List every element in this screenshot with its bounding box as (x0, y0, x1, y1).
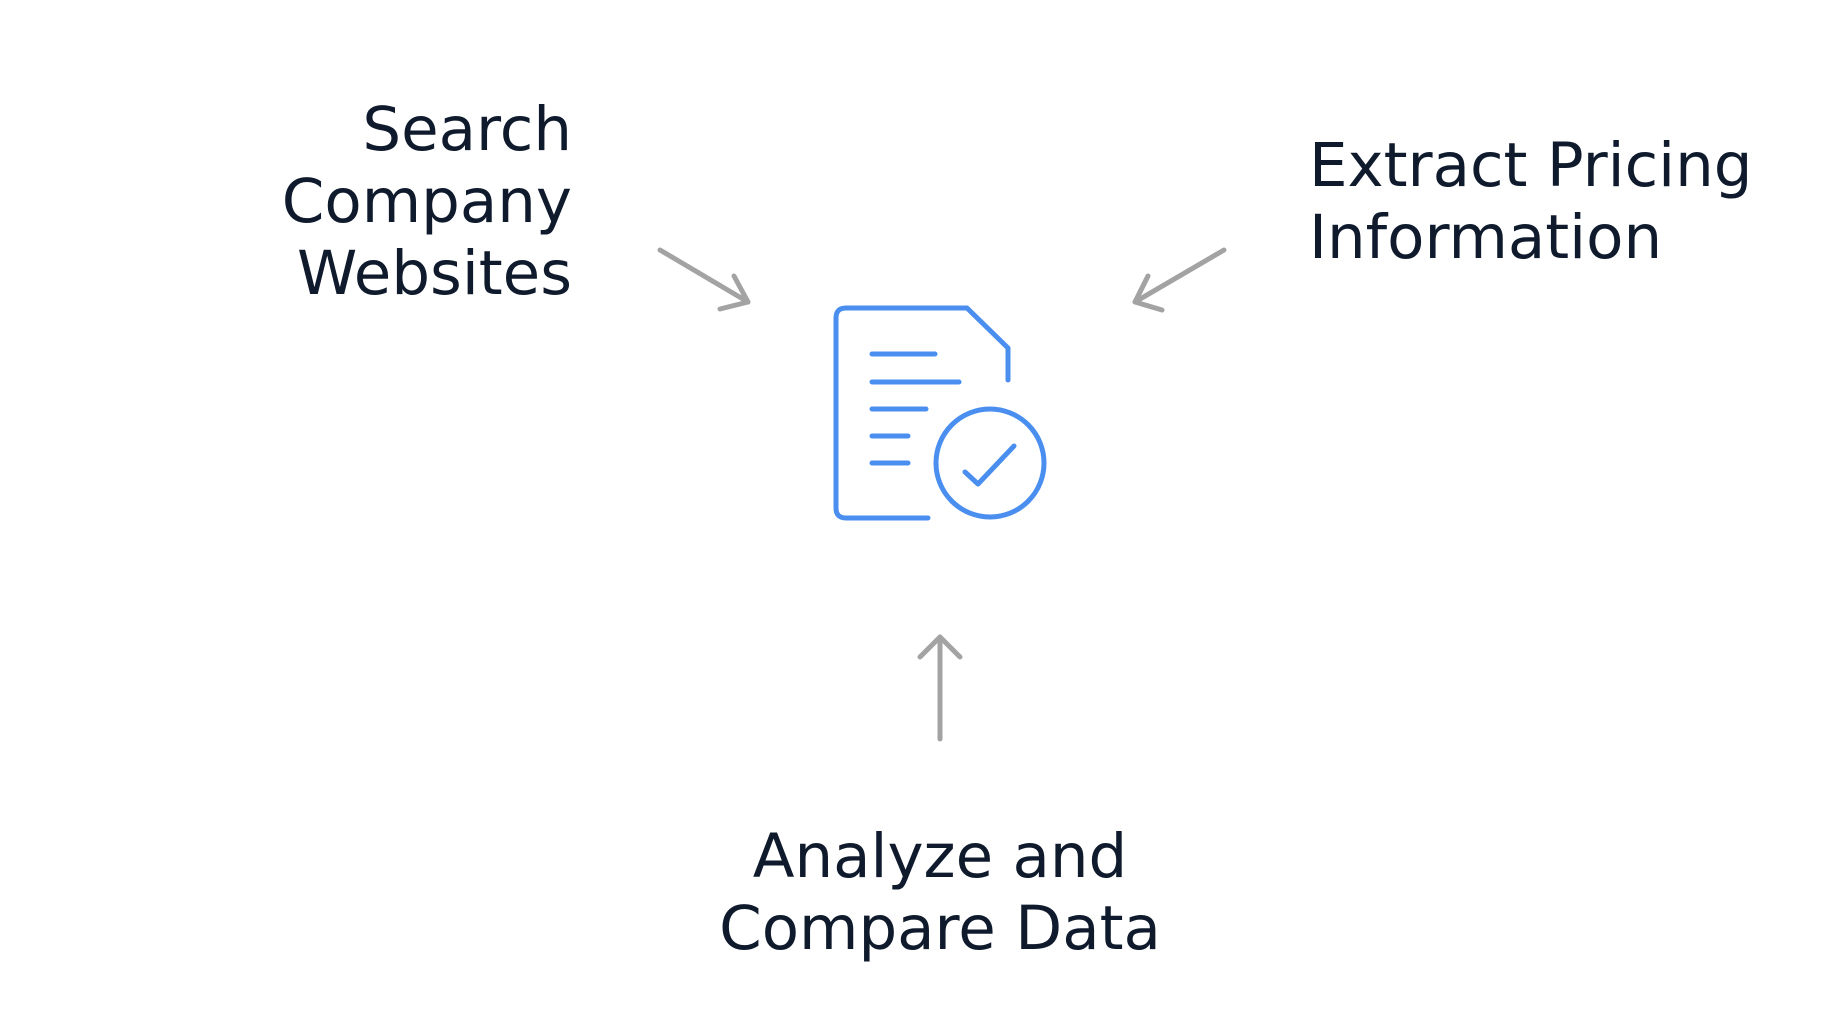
node-extract-pricing-information: Extract Pricing Information (1309, 130, 1752, 274)
node-search-company-websites: Search Company Websites (282, 94, 572, 310)
document-check-icon (833, 305, 1047, 521)
node-search-line-3: Websites (297, 238, 572, 309)
node-extract-line-1: Extract Pricing (1309, 130, 1753, 201)
arrows (657, 247, 1227, 742)
checkmark-icon (962, 443, 1017, 487)
node-search-line-1: Search (362, 94, 572, 165)
node-search-line-2: Company (281, 166, 572, 237)
arrow-search-to-center (657, 247, 751, 312)
node-analyze-line-1: Analyze and (752, 821, 1128, 892)
node-analyze-line-2: Compare Data (719, 893, 1161, 964)
node-extract-line-2: Information (1309, 202, 1663, 273)
arrow-analyze-to-center (917, 634, 963, 742)
node-analyze-and-compare-data: Analyze and Compare Data (0, 821, 1837, 965)
arrow-extract-to-center (1132, 247, 1227, 313)
check-circle (933, 406, 1047, 520)
document-outline (833, 305, 1011, 521)
